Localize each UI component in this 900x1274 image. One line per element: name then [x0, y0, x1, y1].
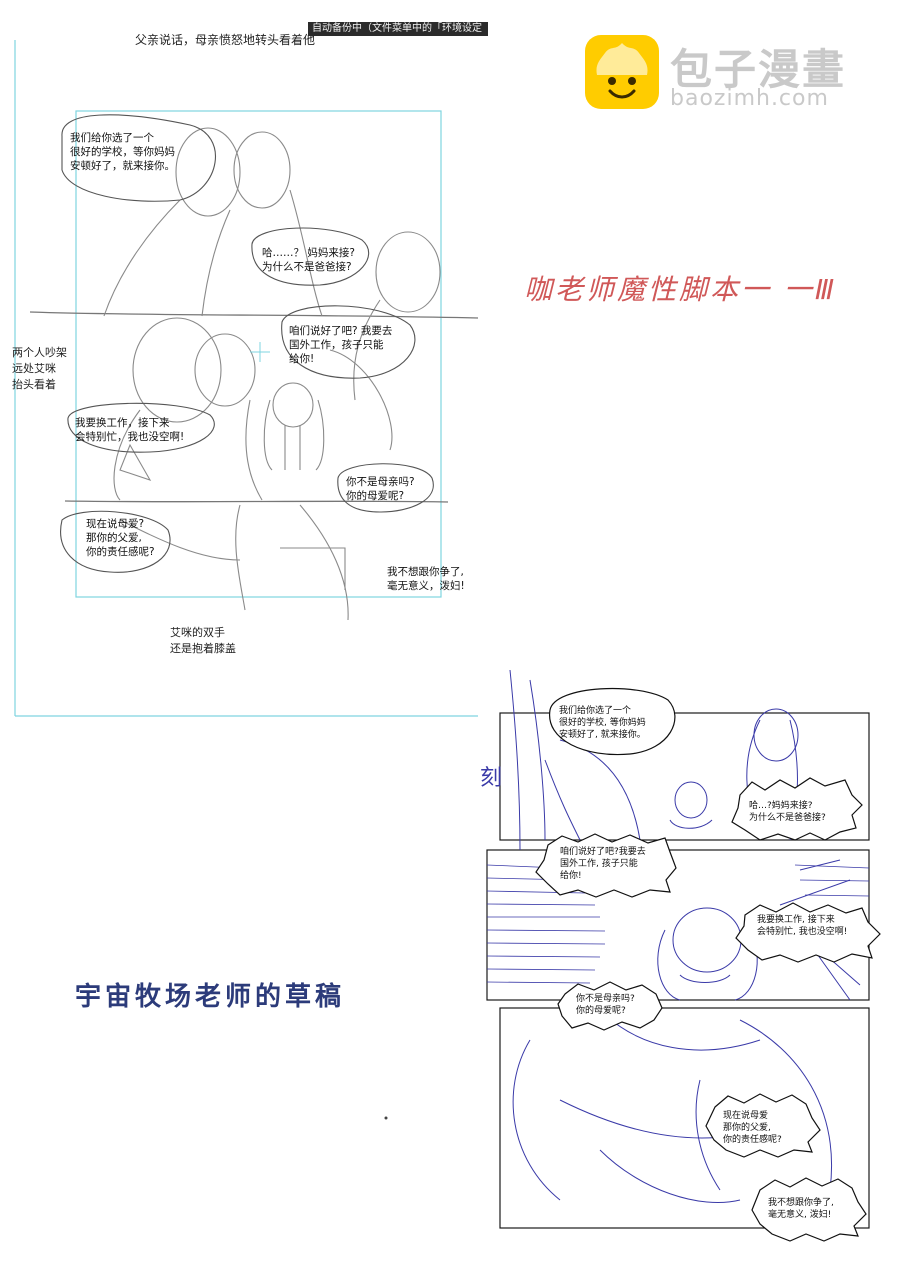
guide-crosshair	[250, 342, 270, 362]
final-bubble-5	[557, 981, 663, 1031]
autosave-banner: 自动备份中（文件菜单中的「环境设定	[308, 22, 488, 36]
rough-bubble-2	[251, 227, 369, 286]
rough-dialogue-3: 咱们说好了吧? 我要去 国外工作，孩子只能 给你!	[289, 325, 393, 365]
rough-dialogue-6: 现在说母爱? 那你的父爱, 你的责任感呢?	[86, 518, 155, 558]
rough-side-note-2: 艾咪的双手 还是抱着膝盖	[170, 626, 236, 655]
final-bubble-1	[549, 687, 676, 756]
final-speed-lines	[486, 864, 870, 984]
edge-sketch-glyph: 刻	[480, 766, 503, 791]
rough-frame-guide	[75, 110, 442, 598]
rough-bubble-4	[67, 402, 215, 453]
bun-logo-icon	[585, 35, 659, 109]
final-panel-3	[499, 1007, 870, 1229]
watermark-title: 包子漫畫	[670, 45, 847, 94]
final-bubble-4	[735, 902, 881, 963]
final-bubble-2	[731, 777, 863, 841]
final-dialogue-7: 我不想跟你争了, 毫无意义, 泼妇!	[768, 1198, 834, 1220]
rough-dialogue-5: 你不是母亲吗? 你的母爱呢?	[346, 476, 415, 502]
final-bubble-3	[535, 833, 677, 898]
rough-side-note-1: 两个人吵架 远处艾咪 抬头看着	[12, 346, 67, 391]
final-bubble-7	[751, 1177, 867, 1242]
rough-dialogue-1: 我们给你选了一个 很好的学校，等你妈妈 安顿好了，就来接你。	[70, 132, 175, 172]
bun-face-icon	[596, 43, 648, 99]
final-dialogue-4: 我要换工作, 接下来 会特别忙, 我也没空啊!	[757, 915, 848, 937]
header-caption: 父亲说话，母亲愤怒地转头看着他	[135, 33, 316, 47]
final-dialogue-1: 我们给你选了一个 很好的学校, 等你妈妈 安顿好了, 就来接你。	[559, 706, 646, 740]
watermark-url: baozimh.com	[670, 86, 829, 111]
rough-panel-divider-1	[29, 311, 479, 319]
final-dialogue-5: 你不是母亲吗? 你的母爱呢?	[576, 994, 635, 1016]
rough-bubble-5	[337, 463, 434, 513]
final-panels	[486, 712, 870, 1229]
final-panel-1	[499, 712, 870, 841]
blue-title: 宇宙牧场老师的草稿	[75, 982, 346, 1012]
red-title: 咖老师魔性脚本一 一Ⅲ	[524, 273, 838, 306]
rough-dialogue-7: 我不想跟你争了, 毫无意义，泼妇!	[387, 566, 465, 592]
final-dialogue-2: 哈…?妈妈来接? 为什么不是爸爸接?	[749, 801, 826, 823]
rough-bubble-1	[61, 114, 216, 202]
rough-dialogue-4: 我要换工作，接下来 会特别忙，我也没空啊!	[75, 417, 185, 443]
rough-panel-divider-2	[64, 500, 449, 503]
rough-figures	[103, 127, 441, 621]
final-dialogue-3: 咱们说好了吧?我要去 国外工作, 孩子只能 给你!	[560, 847, 646, 881]
rough-bubble-6	[60, 510, 171, 573]
final-bubbles	[535, 687, 881, 1242]
final-dialogue-6: 现在说母爱 那你的父爱, 你的责任感呢?	[723, 1111, 782, 1145]
rough-bubble-3	[281, 305, 416, 379]
rough-bubbles	[60, 114, 434, 573]
stray-dot	[384, 1116, 388, 1120]
rough-dialogue-2: 哈……？ 妈妈来接? 为什么不是爸爸接?	[262, 247, 355, 273]
final-bubble-6	[705, 1093, 821, 1158]
